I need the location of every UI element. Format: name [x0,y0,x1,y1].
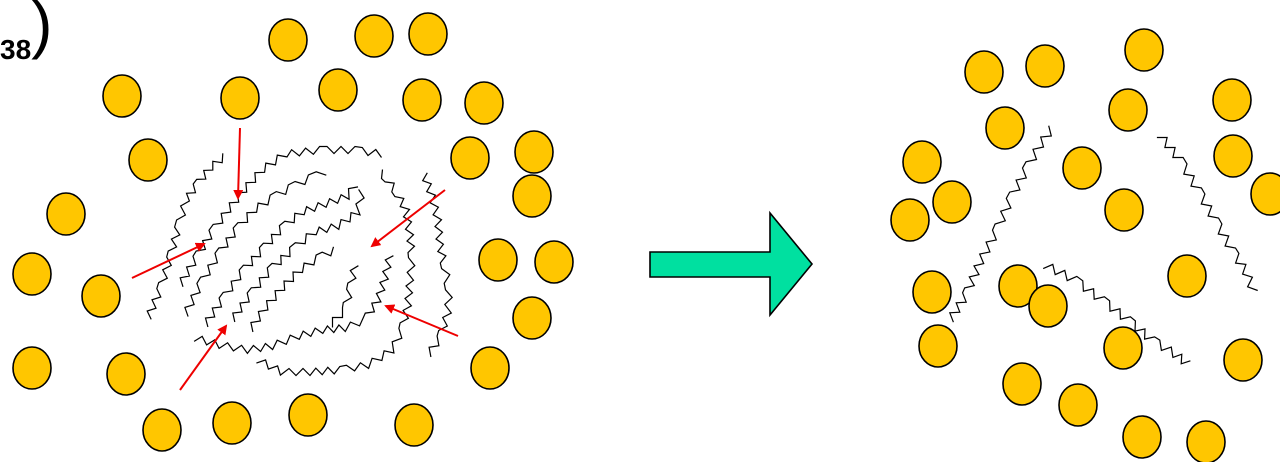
transition-arrow [649,210,814,318]
hydrocarbon-chain [250,246,335,333]
particle [478,238,518,282]
particle [1223,338,1263,382]
particle [1213,134,1253,178]
figure-number: 38 [0,34,32,65]
particle [918,324,958,368]
particle [998,264,1038,308]
particle [964,50,1004,94]
hydrocarbon-chain [256,169,416,377]
particle [128,138,168,182]
particle [46,192,86,236]
hydrocarbon-chain [331,265,359,328]
right-particles [890,28,1280,462]
particle [1002,362,1042,406]
particle [890,198,930,242]
particle [402,78,442,122]
particle [912,270,952,314]
hydrocarbon-chain [1156,136,1258,292]
hydrocarbon-chain [193,255,394,355]
hydrocarbon-chain [146,153,224,320]
particle [354,14,394,58]
figure-label: 38) [0,0,53,65]
particle [12,346,52,390]
particle [985,106,1025,150]
particle [268,18,308,62]
particle [450,136,490,180]
hydrocarbon-chain [948,125,1053,323]
red-arrow [233,127,244,200]
particle [394,403,434,447]
particle [1108,88,1148,132]
hydrocarbon-chain [184,171,327,317]
red-arrow [384,304,459,337]
left-aggregate-chains [146,145,454,377]
particle [142,408,182,452]
particle [1167,254,1207,298]
particle [1250,172,1280,216]
particle [1124,28,1164,72]
hydrocarbon-chain [179,145,382,287]
particle [102,74,142,118]
particle [1104,188,1144,232]
right-dispersed-chains [948,125,1258,365]
hydrocarbon-chain [232,189,365,323]
particle [12,252,52,296]
particle [932,180,972,224]
hydrocarbon-chain [1042,263,1191,365]
particle [1103,326,1143,370]
particle [318,68,358,112]
hydrocarbon-chain [421,172,454,358]
particle [902,140,942,184]
particle [81,274,121,318]
particle [288,393,328,437]
particle [514,130,554,174]
red-arrow [179,324,228,391]
particle [1212,78,1252,122]
particle [408,12,448,56]
particle [106,352,146,396]
particle [220,76,260,120]
particle [512,174,552,218]
big-right-arrow [649,210,814,318]
left-particles [12,12,574,452]
inward-arrows [131,127,459,391]
particle [1025,44,1065,88]
particle [464,81,504,125]
particle [470,346,510,390]
particle [1122,415,1162,459]
figure-paren: ) [31,0,53,60]
particle [1186,420,1226,462]
hydrocarbon-chain [204,186,359,328]
particle [1062,146,1102,190]
red-arrow [131,242,206,279]
particle [1058,383,1098,427]
particle [1028,284,1068,328]
particle [212,401,252,445]
particle [534,240,574,284]
particle [512,296,552,340]
red-arrow [370,189,446,248]
